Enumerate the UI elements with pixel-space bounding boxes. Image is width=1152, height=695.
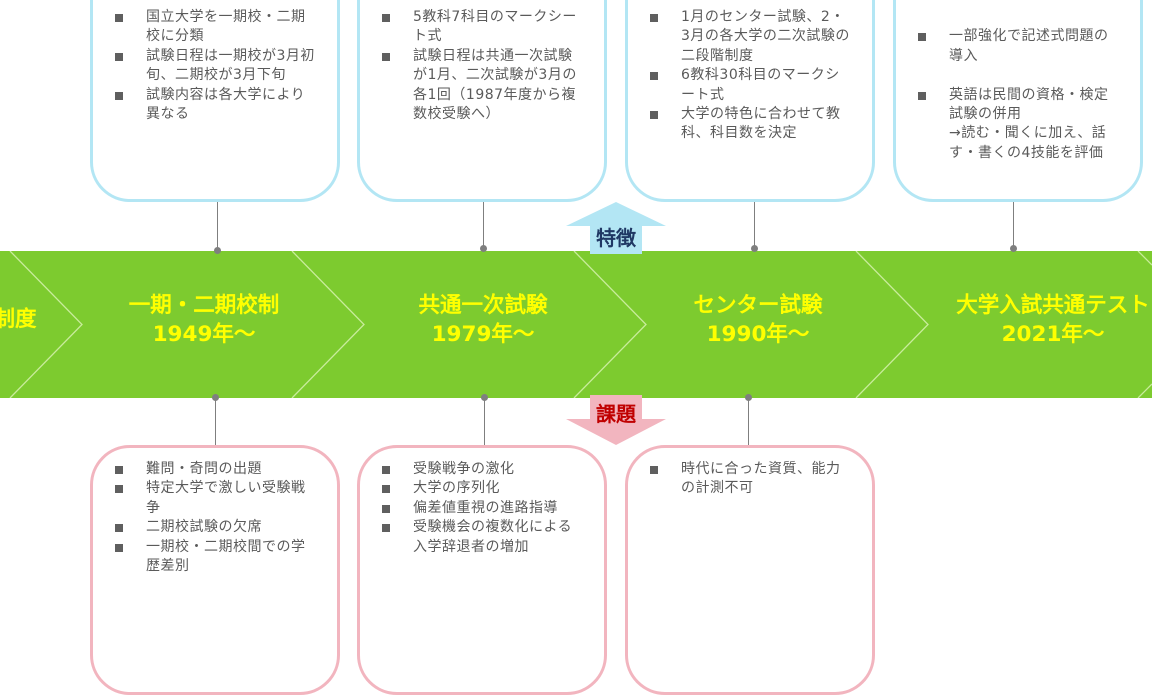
feature-list: 1月のセンター試験、2・3月の各大学の二次試験の二段階制度 6教科30科目のマー…	[648, 8, 850, 144]
issue-box-1990: 時代に合った資質、能力の計測不可	[625, 445, 875, 695]
list-item: 難問・奇問の出題	[113, 460, 315, 479]
list-item: 特定大学で激しい受験戦争	[113, 479, 315, 518]
stage-label-1949: 一期・二期校制 1949年〜	[54, 291, 354, 349]
connector-line	[754, 200, 755, 248]
stage-title: 一期・二期校制	[128, 293, 280, 318]
list-item: 1月のセンター試験、2・3月の各大学の二次試験の二段階制度	[648, 8, 850, 66]
chevron-divider	[9, 251, 83, 398]
list-item: 6教科30科目のマークシート式	[648, 66, 850, 105]
list-item: 試験日程は一期校が3月初旬、二期校が3月下旬	[113, 47, 315, 86]
connector-dot	[751, 245, 758, 252]
feature-box-1949: 国立大学を一期校・二期校に分類 試験日程は一期校が3月初旬、二期校が3月下旬 試…	[90, 0, 340, 202]
connector-line	[483, 200, 484, 248]
list-item: 5教科7科目のマークシート式	[380, 8, 582, 47]
feature-list: 5教科7科目のマークシート式 試験日程は共通一次試験が1月、二次試験が3月の各1…	[380, 8, 582, 124]
timeline-band	[0, 251, 1152, 398]
chevron-divider	[1137, 383, 1152, 398]
connector-line	[1013, 200, 1014, 248]
connector-dot	[480, 245, 487, 252]
stage-year: 1979年〜	[431, 322, 535, 347]
connector-line	[217, 200, 218, 250]
issue-box-1979: 受験戦争の激化 大学の序列化 偏差値重視の進路指導 受験機会の複数化による入学辞…	[357, 445, 607, 695]
issue-list: 時代に合った資質、能力の計測不可	[648, 460, 850, 499]
issue-box-1949: 難問・奇問の出題 特定大学で激しい受験戦争 二期校試験の欠席 一期校・二期校間で…	[90, 445, 340, 695]
list-item: 試験内容は各大学により異なる	[113, 86, 315, 125]
connector-line	[484, 398, 485, 446]
list-item: 偏差値重視の進路指導	[380, 499, 582, 518]
list-item: 受験機会の複数化による入学辞退者の増加	[380, 518, 582, 557]
list-item: 英語は民間の資格・検定試験の併用 →読む・聞くに加え、話す・書くの4技能を評価	[916, 86, 1118, 164]
connector-dot	[1010, 245, 1017, 252]
stage-label-2021: 大学入試共通テスト 2021年〜	[903, 291, 1152, 349]
issues-label: 課題	[596, 402, 636, 426]
stage-label-1979: 共通一次試験 1979年〜	[333, 291, 633, 349]
connector-dot	[745, 394, 752, 401]
list-item: 大学の序列化	[380, 479, 582, 498]
connector-dot	[481, 394, 488, 401]
list-item: 時代に合った資質、能力の計測不可	[648, 460, 850, 499]
issue-list: 難問・奇問の出題 特定大学で激しい受験戦争 二期校試験の欠席 一期校・二期校間で…	[113, 460, 315, 576]
issues-arrow-down	[566, 395, 666, 445]
stage-label-1990: センター試験 1990年〜	[608, 291, 908, 349]
connector-dot	[212, 394, 219, 401]
stage-year: 1990年〜	[706, 322, 810, 347]
stage-title: 共通一次試験	[418, 293, 548, 318]
chevron-divider	[573, 251, 647, 398]
list-item: 二期校試験の欠席	[113, 518, 315, 537]
stage-year: 2021年〜	[1001, 322, 1105, 347]
feature-box-1979: 5教科7科目のマークシート式 試験日程は共通一次試験が1月、二次試験が3月の各1…	[357, 0, 607, 202]
feature-box-1990: 1月のセンター試験、2・3月の各大学の二次試験の二段階制度 6教科30科目のマー…	[625, 0, 875, 202]
features-arrow-up	[566, 202, 666, 254]
chevron-divider	[291, 251, 365, 398]
list-item: 大学の特色に合わせて教科、科目数を決定	[648, 105, 850, 144]
issue-list: 受験戦争の激化 大学の序列化 偏差値重視の進路指導 受験機会の複数化による入学辞…	[380, 460, 582, 557]
list-item: 受験戦争の激化	[380, 460, 582, 479]
stage-title: 大学入試共通テスト	[956, 293, 1150, 318]
list-item: 試験日程は共通一次試験が1月、二次試験が3月の各1回（1987年度から複数校受験…	[380, 47, 582, 125]
stage-label-prev: 制度	[0, 291, 165, 334]
stage-title: センター試験	[693, 293, 823, 318]
list-item: 一部強化で記述式問題の導入	[916, 27, 1118, 66]
stage-year: 1949年〜	[152, 322, 256, 347]
list-item: 一期校・二期校間での学歴差別	[113, 538, 315, 577]
feature-list: 一部強化で記述式問題の導入 英語は民間の資格・検定試験の併用 →読む・聞くに加え…	[916, 8, 1118, 183]
connector-line	[215, 398, 216, 446]
feature-list: 国立大学を一期校・二期校に分類 試験日程は一期校が3月初旬、二期校が3月下旬 試…	[113, 8, 315, 124]
stage-title: 制度	[0, 307, 37, 332]
connector-dot	[214, 247, 221, 254]
connector-line	[748, 398, 749, 446]
features-label: 特徴	[596, 226, 636, 250]
chevron-divider	[855, 251, 929, 398]
chevron-divider	[1137, 251, 1152, 266]
feature-box-2021: 一部強化で記述式問題の導入 英語は民間の資格・検定試験の併用 →読む・聞くに加え…	[893, 0, 1143, 202]
list-item: 国立大学を一期校・二期校に分類	[113, 8, 315, 47]
